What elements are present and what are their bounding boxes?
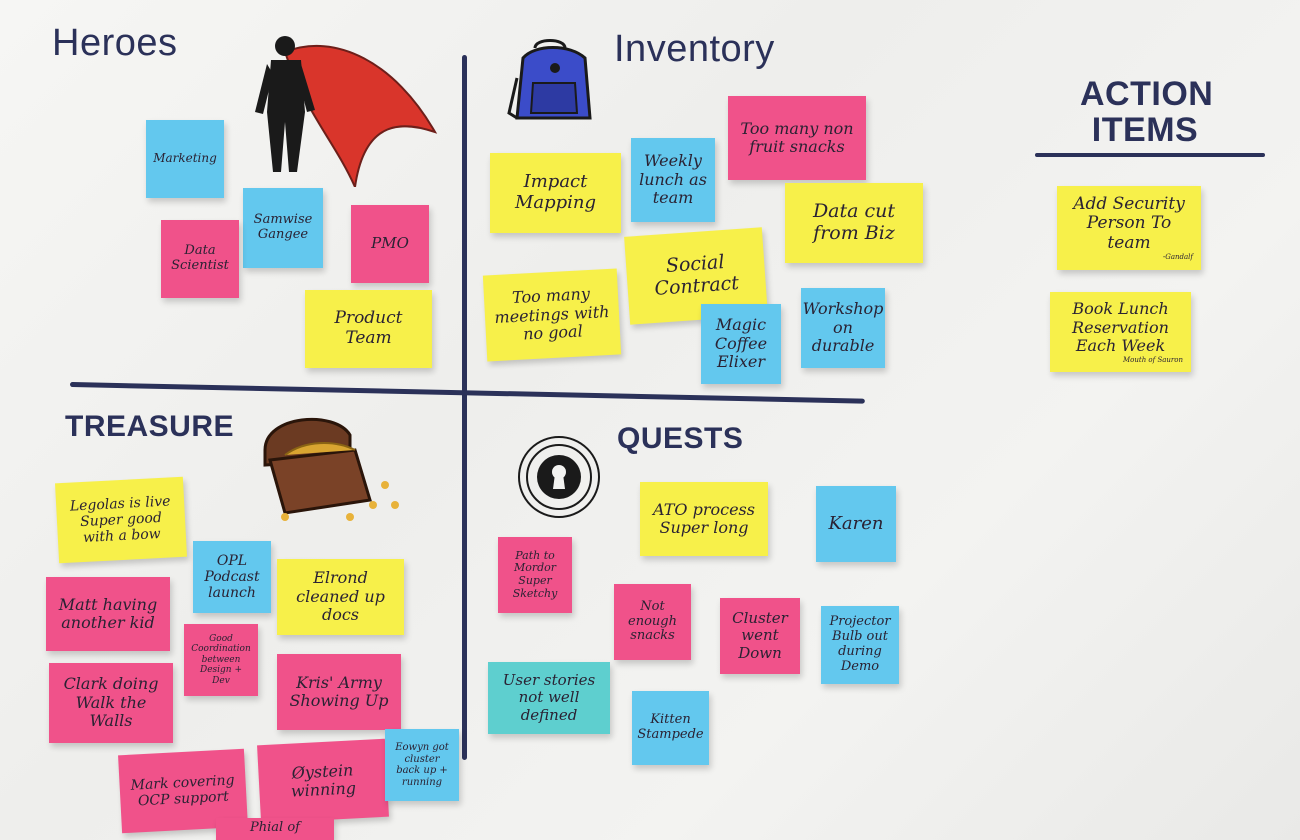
note-book-lunch: Book Lunch Reservation Each Week Mouth o… xyxy=(1050,292,1191,372)
heroes-heading: Heroes xyxy=(52,22,178,64)
note-opl: OPL Podcast launch xyxy=(193,541,271,613)
note-data-scientist: Data Scientist xyxy=(161,220,239,298)
horizontal-divider xyxy=(69,382,865,404)
quests-heading: QUESTS xyxy=(617,422,744,455)
action-items-underline xyxy=(1035,153,1265,157)
note-workshop: Workshop on durable xyxy=(801,288,885,368)
note-projector: Projector Bulb out during Demo xyxy=(821,606,899,684)
note-pmo: PMO xyxy=(351,205,429,283)
note-data-cut: Data cut from Biz xyxy=(785,183,923,263)
note-add-security: Add Security Person To team -Gandalf xyxy=(1057,186,1201,270)
keyhole-illustration xyxy=(518,436,600,518)
note-eowyn: Eowyn got cluster back up + running xyxy=(385,729,459,801)
note-user-stories: User stories not well defined xyxy=(488,662,610,734)
backpack-illustration xyxy=(507,39,592,120)
superhero-illustration xyxy=(255,36,438,187)
note-marketing: Marketing xyxy=(146,120,224,198)
vertical-divider xyxy=(462,55,467,760)
note-not-enough: Not enough snacks xyxy=(614,584,691,660)
note-weekly-lunch: Weekly lunch as team xyxy=(631,138,715,222)
note-too-many-non-fruit: Too many non fruit snacks xyxy=(728,96,866,180)
note-add-security-signature: -Gandalf xyxy=(1162,253,1193,262)
note-matt: Matt having another kid xyxy=(46,577,170,651)
note-cluster: Cluster went Down xyxy=(720,598,800,674)
note-kris: Kris' Army Showing Up xyxy=(277,654,401,730)
note-good-coordination: Good Coordination between Design + Dev xyxy=(184,624,258,696)
note-elrond: Elrond cleaned up docs xyxy=(277,559,404,635)
note-samwise: Samwise Gangee xyxy=(243,188,323,268)
note-kitten: Kitten Stampede xyxy=(632,691,709,765)
note-path-mordor: Path to Mordor Super Sketchy xyxy=(498,537,572,613)
note-legolas: Legolas is live Super good with a bow xyxy=(54,476,188,564)
note-add-security-text: Add Security Person To team xyxy=(1073,193,1185,253)
note-impact-mapping: Impact Mapping xyxy=(490,153,621,233)
note-book-lunch-signature: Mouth of Sauron xyxy=(1122,355,1183,364)
action-items-heading: ACTION ITEMS xyxy=(1080,75,1214,149)
note-too-many-meetings: Too many meetings with no goal xyxy=(482,268,622,362)
treasure-chest-illustration xyxy=(263,417,399,521)
note-magic-coffee: Magic Coffee Elixer xyxy=(701,304,781,384)
inventory-heading: Inventory xyxy=(614,28,775,70)
note-clark: Clark doing Walk the Walls xyxy=(49,663,173,743)
note-ato: ATO process Super long xyxy=(640,482,768,556)
note-phial: Phial of xyxy=(216,818,334,840)
note-product-team: Product Team xyxy=(305,290,432,368)
note-oystein: Øystein winning xyxy=(257,738,389,824)
treasure-heading: TREASURE xyxy=(65,410,235,443)
note-karen: Karen xyxy=(816,486,896,562)
note-book-lunch-text: Book Lunch Reservation Each Week xyxy=(1072,299,1169,356)
